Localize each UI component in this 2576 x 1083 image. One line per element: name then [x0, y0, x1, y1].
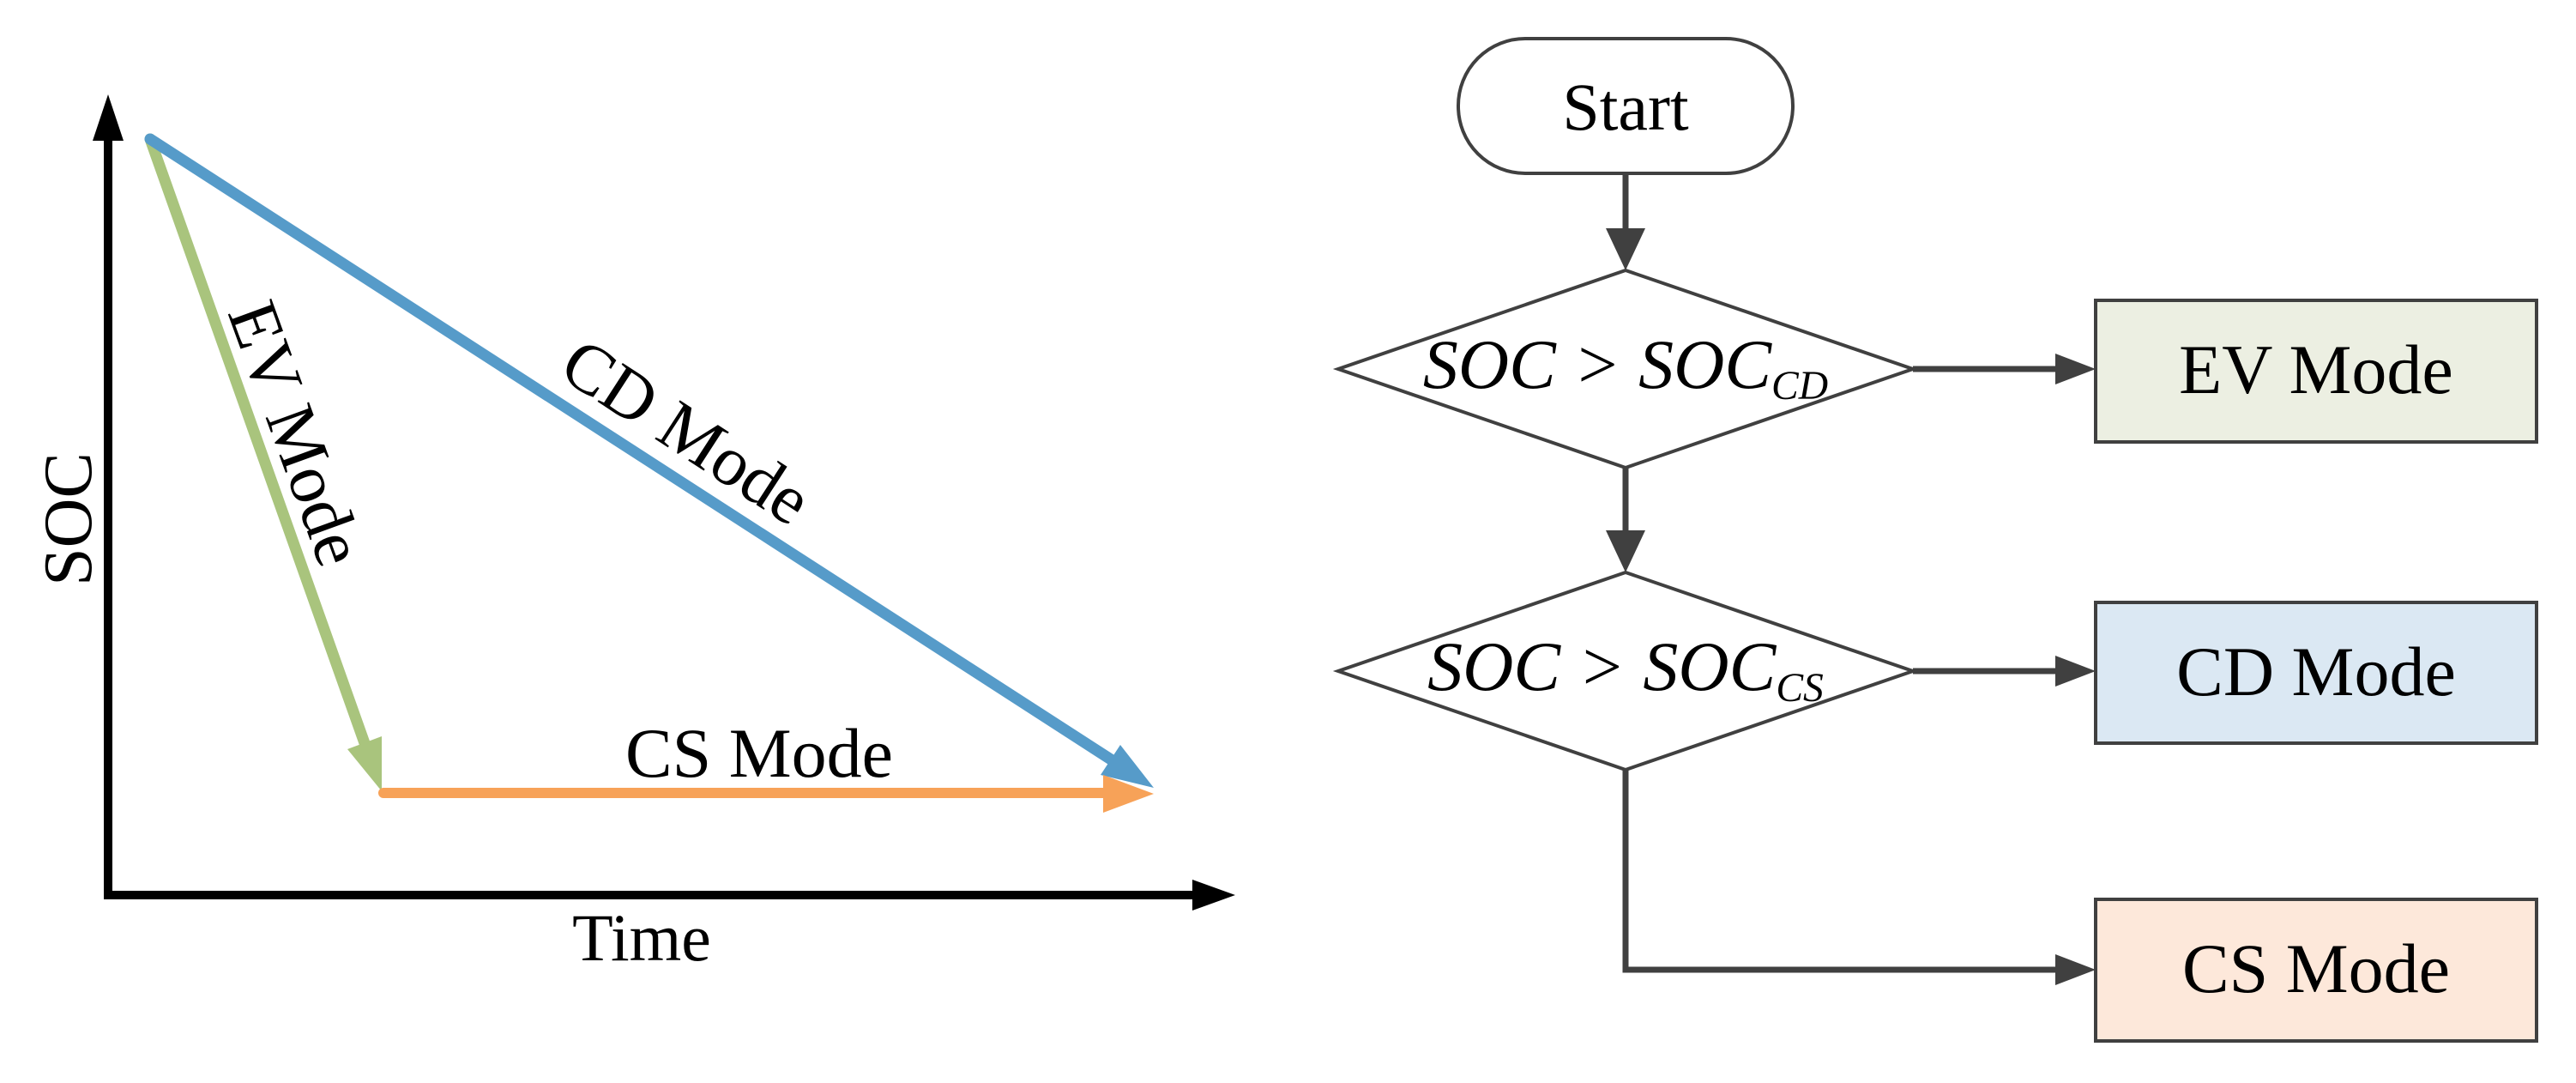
x-axis-arrowhead-icon	[1192, 880, 1235, 911]
cs-mode-box	[2094, 898, 2538, 1043]
start-node-label: Start	[1562, 70, 1689, 144]
ev-mode-box-label: EV Mode	[2179, 330, 2453, 408]
connector-decision2-to-cs	[1622, 770, 2057, 973]
ev-mode-arrowhead-icon	[347, 736, 382, 791]
cs-mode-box-label: CS Mode	[2181, 929, 2451, 1007]
ev-mode-box	[2094, 299, 2538, 444]
decision2-label: SOC > SOCCS	[1427, 632, 1824, 710]
arrowhead-decision2-to-cs-icon	[2055, 954, 2096, 985]
decision1-expression: SOC > SOC	[1422, 325, 1772, 403]
arrowhead-decision1-to-ev-icon	[2055, 354, 2096, 384]
y-axis-arrowhead-icon	[93, 94, 124, 141]
ev-mode-segment	[144, 133, 371, 749]
decision1-label: SOC > SOCCD	[1423, 330, 1828, 408]
mode-flowchart	[1332, 37, 2538, 1043]
cd-mode-arrowhead-icon	[1101, 745, 1154, 788]
soc-time-chart	[93, 94, 1235, 911]
decision1-subscript: CD	[1771, 364, 1829, 409]
arrowhead-decision2-to-cd-icon	[2055, 656, 2096, 687]
arrowhead-decision1-to-decision2-icon	[1606, 530, 1645, 572]
arrowhead-start-to-decision1-icon	[1606, 228, 1645, 270]
cd-mode-box-label: CD Mode	[2176, 632, 2456, 711]
cd-mode-box	[2094, 601, 2538, 745]
y-axis-label: SOC	[31, 452, 106, 586]
cs-mode-arrowhead-icon	[1103, 775, 1154, 813]
cd-mode-segment	[144, 133, 1117, 765]
decision2-expression: SOC > SOC	[1427, 627, 1777, 705]
decision2-subscript: CS	[1776, 666, 1824, 711]
cs-segment-label: CS Mode	[624, 714, 894, 792]
x-axis-label: Time	[572, 900, 711, 975]
